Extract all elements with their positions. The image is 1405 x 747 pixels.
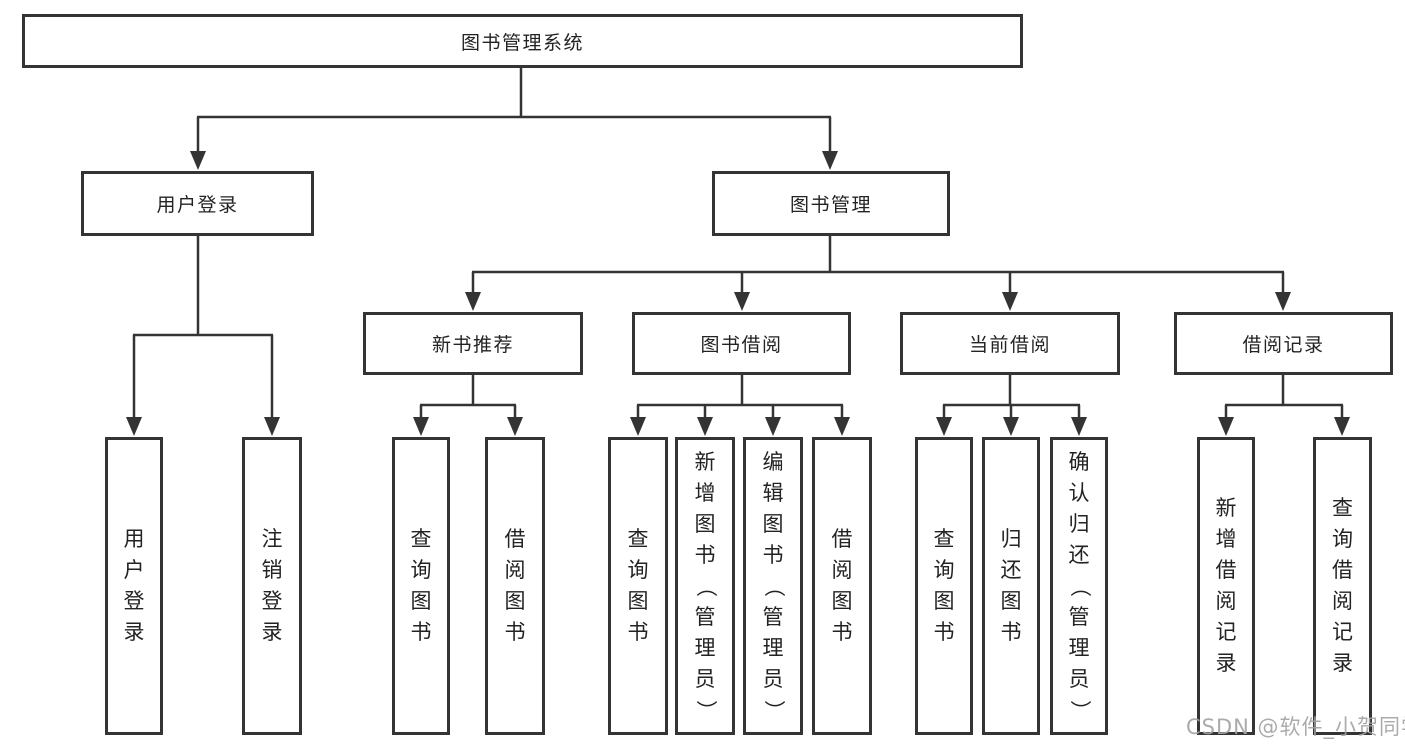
vertical-char: 录 [1332, 651, 1353, 675]
vertical-char: 书 [1000, 620, 1022, 644]
vertical-char: 询 [1332, 527, 1353, 551]
leaf-borrow-edit-books-admin: 编辑图书 （ 管理员 ） [743, 437, 803, 735]
vertical-char: 录 [261, 620, 283, 644]
leaf-records-query-record: 查询借阅记录 [1313, 437, 1372, 735]
vertical-char: 理 [762, 635, 784, 660]
node-new-book-recommend: 新书推荐 [363, 312, 583, 375]
vertical-char: 书 [762, 542, 784, 567]
vertical-char: 借 [1215, 558, 1237, 582]
vertical-char: 书 [694, 542, 716, 567]
vertical-char: 增 [694, 480, 716, 505]
vertical-char: 查 [933, 527, 955, 551]
node-root: 图书管理系统 [22, 14, 1023, 68]
vertical-char: 借 [1332, 558, 1353, 582]
node-book-borrow: 图书借阅 [632, 312, 851, 375]
node-borrow-records: 借阅记录 [1174, 312, 1393, 375]
vertical-char: 书 [627, 620, 649, 644]
vertical-char: 销 [261, 558, 283, 582]
node-book-management: 图书管理 [712, 171, 950, 236]
vertical-char: 阅 [1215, 589, 1237, 613]
vertical-char: 图 [762, 511, 784, 536]
vertical-char: （ [693, 575, 718, 597]
vertical-char: 户 [123, 558, 145, 582]
vertical-char: 阅 [1332, 589, 1353, 613]
vertical-char: 辑 [762, 480, 784, 505]
vertical-char: 图 [831, 589, 853, 613]
vertical-char: 图 [1000, 589, 1022, 613]
leaf-recommend-borrow-books: 借阅图书 [485, 437, 545, 735]
vertical-char: 管 [694, 604, 716, 629]
vertical-char: 图 [694, 511, 716, 536]
vertical-char: 阅 [504, 558, 526, 582]
vertical-char: 书 [504, 620, 526, 644]
vertical-char: 归 [1000, 527, 1022, 551]
vertical-char: 员 [1068, 666, 1090, 691]
vertical-char: 录 [123, 620, 145, 644]
leaf-current-return-books: 归还图书 [982, 437, 1040, 735]
vertical-char: 书 [933, 620, 955, 644]
vertical-char: 查 [627, 527, 649, 551]
csdn-watermark: CSDN @软件_小贺同学 [1186, 715, 1405, 739]
vertical-char: 新 [694, 449, 716, 474]
vertical-char: 询 [627, 558, 649, 582]
vertical-char: 理 [1068, 635, 1090, 660]
vertical-char: 图 [410, 589, 432, 613]
node-current-borrow: 当前借阅 [900, 312, 1120, 375]
connector-path [132, 68, 1344, 419]
arrow-heads [126, 151, 1350, 436]
vertical-char: 还 [1000, 558, 1022, 582]
leaf-current-query-books: 查询图书 [915, 437, 973, 735]
vertical-char: 编 [762, 449, 784, 474]
vertical-char: 理 [694, 635, 716, 660]
vertical-char: 管 [762, 604, 784, 629]
vertical-char: 记 [1215, 620, 1237, 644]
vertical-char: 借 [504, 527, 526, 551]
leaf-borrow-borrow-books: 借阅图书 [812, 437, 872, 735]
vertical-char: 新 [1215, 496, 1237, 520]
vertical-char: 录 [1215, 651, 1237, 675]
vertical-char: （ [1067, 575, 1092, 597]
vertical-char: 书 [831, 620, 853, 644]
vertical-char: 阅 [831, 558, 853, 582]
vertical-char: 图 [627, 589, 649, 613]
vertical-char: 员 [694, 666, 716, 691]
leaf-logout: 注销登录 [242, 437, 302, 735]
leaf-user-login: 用户登录 [105, 437, 163, 735]
vertical-char: 书 [410, 620, 432, 644]
leaf-current-confirm-return-admin: 确认归还 （ 管理员 ） [1050, 437, 1108, 735]
vertical-char: 查 [1332, 496, 1353, 520]
leaf-recommend-query-books: 查询图书 [392, 437, 450, 735]
vertical-char: 登 [123, 589, 145, 613]
vertical-char: ） [693, 699, 718, 721]
vertical-char: 管 [1068, 604, 1090, 629]
vertical-char: 注 [261, 527, 283, 551]
vertical-char: 询 [410, 558, 432, 582]
vertical-char: （ [761, 575, 786, 597]
leaf-records-add-record: 新增借阅记录 [1197, 437, 1255, 735]
vertical-char: 图 [504, 589, 526, 613]
vertical-char: 员 [762, 666, 784, 691]
node-user-login: 用户登录 [81, 171, 314, 236]
vertical-char: ） [1067, 699, 1092, 721]
vertical-char: 还 [1068, 542, 1090, 567]
vertical-char: 归 [1068, 511, 1090, 536]
vertical-char: 用 [123, 527, 145, 551]
vertical-char: 记 [1332, 620, 1353, 644]
vertical-char: 登 [261, 589, 283, 613]
leaf-borrow-query-books: 查询图书 [608, 437, 668, 735]
vertical-char: 认 [1068, 480, 1090, 505]
vertical-char: 查 [410, 527, 432, 551]
vertical-char: 借 [831, 527, 853, 551]
vertical-char: 图 [933, 589, 955, 613]
vertical-char: 询 [933, 558, 955, 582]
vertical-char: ） [761, 699, 786, 721]
vertical-char: 确 [1068, 449, 1090, 474]
leaf-borrow-add-books-admin: 新增图书 （ 管理员 ） [675, 437, 735, 735]
vertical-char: 增 [1215, 527, 1237, 551]
